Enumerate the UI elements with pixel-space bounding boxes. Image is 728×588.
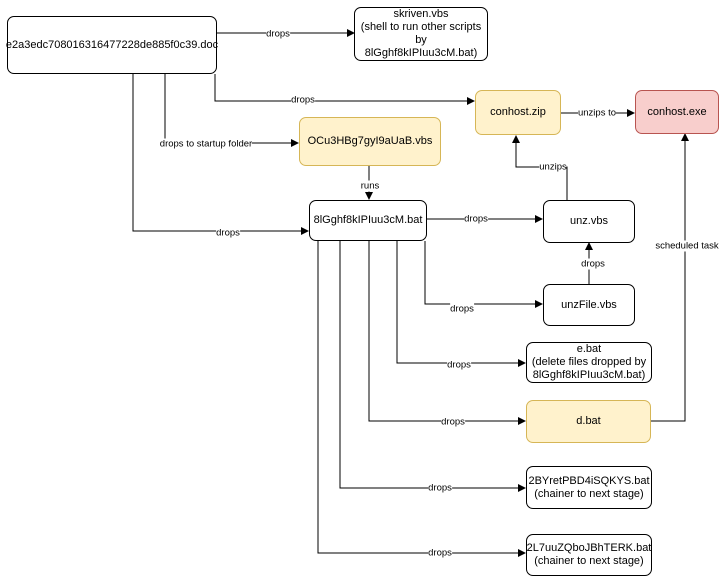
- edge-label-bat-ebat: drops: [447, 359, 471, 371]
- node-b2l-line-2: (chainer to next stage): [534, 555, 644, 567]
- node-b2l-line-1: 2L7uuZQboJBhTERK.bat: [526, 542, 652, 554]
- edge-label-doc-bat: drops: [216, 227, 240, 239]
- node-2byret-bat[interactable]: 2BYretPBD4iSQKYS.bat (chainer to next st…: [526, 466, 652, 509]
- edge-label-bat-b2l: drops: [428, 547, 452, 559]
- edge-label-bat-unz: drops: [464, 213, 488, 225]
- node-conhost-exe-line: conhost.exe: [647, 105, 707, 118]
- node-2l7uuz-bat[interactable]: 2L7uuZQboJBhTERK.bat (chainer to next st…: [526, 534, 652, 576]
- edge-doc-ocu: [164, 74, 299, 147]
- edge-doc-bat: [132, 74, 309, 235]
- edge-bat-ebat: [396, 241, 526, 367]
- node-ocu-vbs[interactable]: OCu3HBg7gyI9aUaB.vbs: [299, 117, 441, 166]
- node-unzfile-vbs[interactable]: unzFile.vbs: [543, 284, 635, 326]
- node-ebat-line-1: e.bat: [576, 343, 602, 355]
- node-skriven-line-1: skriven.vbs: [393, 8, 449, 20]
- node-conhost-zip-line: conhost.zip: [490, 106, 546, 118]
- node-ebat-line-3: 8lGghf8kIPIuu3cM.bat): [532, 369, 646, 381]
- edge-bat-b2y: [339, 241, 526, 492]
- node-doc-line: e2a3edc708016316477228de885f0c39.doc: [5, 38, 219, 51]
- node-ebat-line-2: (delete files dropped by: [531, 356, 647, 368]
- node-skriven-vbs[interactable]: skriven.vbs (shell to run other scripts …: [354, 7, 488, 61]
- edge-label-zip-exe: unzips to: [577, 107, 617, 119]
- edge-bat-unzfile: [424, 241, 543, 308]
- node-skriven-line-3: 8lGghf8kIPIuu3cM.bat): [364, 47, 478, 59]
- node-e-bat[interactable]: e.bat (delete files dropped by 8lGghf8kI…: [526, 342, 652, 383]
- node-bat[interactable]: 8lGghf8kIPIuu3cM.bat: [309, 200, 427, 241]
- edge-label-doc-startup: drops to startup folder: [159, 138, 253, 150]
- node-unz-vbs[interactable]: unz.vbs: [543, 200, 635, 243]
- edge-label-doc-zip: drops: [291, 94, 315, 106]
- edge-dbat-exe: [651, 133, 689, 422]
- edge-label-unz-zip: unzips: [539, 161, 567, 173]
- edge-label-doc-skriven: drops: [266, 28, 290, 40]
- edge-label-unzfile-unz: drops: [581, 258, 605, 270]
- node-d-bat[interactable]: d.bat: [526, 400, 651, 443]
- node-doc[interactable]: e2a3edc708016316477228de885f0c39.doc: [5, 16, 219, 74]
- edge-label-ocu-bat: runs: [360, 180, 380, 192]
- edge-label-bat-dbat: drops: [441, 416, 465, 428]
- node-conhost-exe[interactable]: conhost.exe: [635, 90, 719, 134]
- node-b2y-line-2: (chainer to next stage): [534, 487, 644, 500]
- edge-bat-b2l: [317, 241, 526, 557]
- node-b2y-line-1: 2BYretPBD4iSQKYS.bat: [528, 474, 650, 487]
- edge-label-bat-b2y: drops: [428, 482, 452, 494]
- edge-bat-dbat: [368, 241, 526, 425]
- node-ocu-line: OCu3HBg7gyI9aUaB.vbs: [307, 135, 433, 147]
- node-bat-line: 8lGghf8kIPIuu3cM.bat: [313, 214, 423, 226]
- node-skriven-line-2: (shell to run other scripts by: [360, 21, 482, 46]
- node-unzfile-line: unzFile.vbs: [561, 298, 617, 311]
- node-unz-line: unz.vbs: [570, 215, 608, 227]
- node-conhost-zip[interactable]: conhost.zip: [475, 90, 561, 135]
- node-dbat-line: d.bat: [576, 415, 601, 427]
- edge-doc-conhost-zip: [214, 74, 475, 105]
- edge-label-bat-unzfile: drops: [450, 303, 474, 315]
- edge-label-dbat-exe: scheduled task: [655, 240, 719, 252]
